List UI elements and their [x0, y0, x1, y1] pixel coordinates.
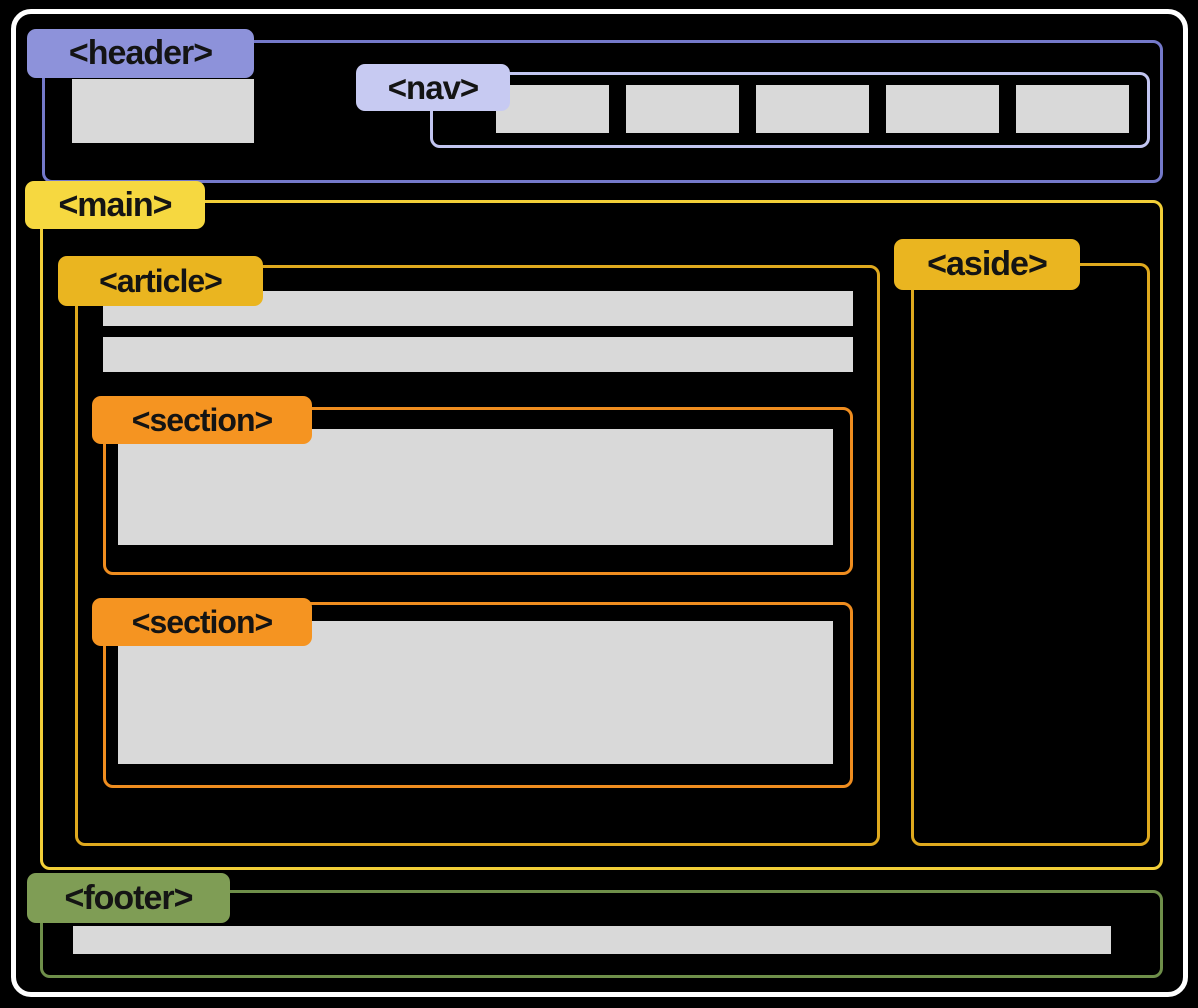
section-2-region-box — [103, 602, 853, 788]
main-region-box — [40, 200, 1163, 870]
nav-item-placeholder — [756, 85, 869, 133]
logo-placeholder — [72, 79, 254, 143]
section-2-tag-label: <section> — [92, 598, 312, 646]
aside-region-box — [911, 263, 1150, 846]
nav-item-placeholder — [496, 85, 609, 133]
nav-item-placeholder — [886, 85, 999, 133]
footer-region-box — [40, 890, 1163, 978]
nav-tag-label: <nav> — [356, 64, 510, 111]
header-region-box — [42, 40, 1163, 183]
nav-item-placeholder — [1016, 85, 1129, 133]
aside-tag-label: <aside> — [894, 239, 1080, 290]
section-1-content-placeholder — [118, 429, 833, 545]
footer-content-placeholder — [73, 926, 1111, 954]
header-tag-label: <header> — [27, 29, 254, 78]
section-1-region-box — [103, 407, 853, 575]
main-tag-label: <main> — [25, 181, 205, 229]
page-frame — [11, 9, 1188, 997]
nav-items — [496, 85, 1136, 133]
footer-tag-label: <footer> — [27, 873, 230, 923]
article-subheading-placeholder — [103, 337, 853, 372]
article-tag-label: <article> — [58, 256, 263, 306]
section-1-tag-label: <section> — [92, 396, 312, 444]
nav-item-placeholder — [626, 85, 739, 133]
article-region-box — [75, 265, 880, 846]
